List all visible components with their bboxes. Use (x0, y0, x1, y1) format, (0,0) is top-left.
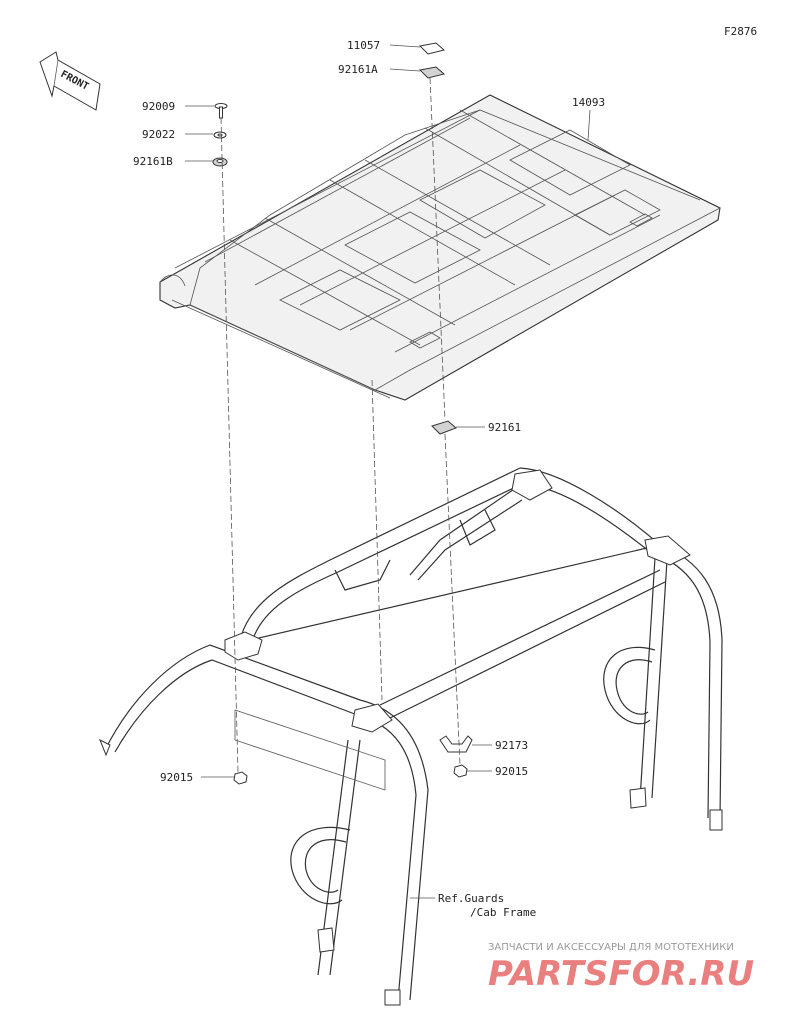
label-92022: 92022 (142, 128, 175, 141)
label-92015-right: 92015 (495, 765, 528, 778)
cushion-92161b-icon (212, 157, 228, 167)
front-arrow-icon: FRONT (39, 51, 101, 111)
label-92161: 92161 (488, 421, 521, 434)
watermark-tagline: ЗАПЧАСТИ И АКСЕССУАРЫ ДЛЯ МОТОТЕХНИКИ (488, 942, 734, 953)
cushion-92161a (418, 66, 446, 79)
holder-92173 (439, 735, 473, 753)
cab-frame (99, 467, 723, 1006)
label-92161a: 92161A (338, 63, 378, 76)
label-92173: 92173 (495, 739, 528, 752)
label-14093: 14093 (572, 96, 605, 109)
leader-lines (185, 44, 591, 899)
nut-92015-right-icon (453, 764, 468, 778)
ref-note-line1: Ref.Guards (438, 892, 504, 905)
bracket-11057 (418, 42, 446, 55)
cushion-92161 (431, 420, 457, 435)
label-92161b: 92161B (133, 155, 173, 168)
bolt-92009-icon (214, 103, 228, 119)
label-92009: 92009 (142, 100, 175, 113)
ref-note-line2: /Cab Frame (470, 906, 536, 919)
label-11057: 11057 (347, 39, 380, 52)
nut-92015-left-icon (233, 771, 248, 785)
figure-code: F2876 (724, 25, 757, 38)
label-92015-left: 92015 (160, 771, 193, 784)
roof-panel (159, 94, 721, 401)
watermark-brand: PARTSFOR.RU (488, 954, 754, 994)
